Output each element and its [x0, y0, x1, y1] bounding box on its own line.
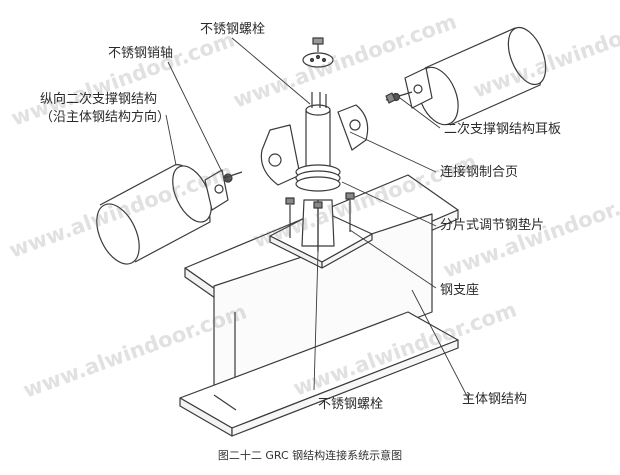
label-bolt-bottom: 不锈钢螺栓 [318, 397, 384, 412]
label-hinge: 连接钢制合页 [440, 165, 519, 180]
left-secondary-tube [96, 164, 243, 265]
label-secondary-steel: 纵向二次支撑钢结构 [40, 92, 158, 107]
label-secondary-steel-direction: （沿主体钢结构方向） [40, 110, 171, 125]
figure-caption: 图二十二 GRC 钢结构连接系统示意图 [217, 449, 403, 462]
label-steel-support: 钢支座 [440, 283, 480, 298]
main-i-beam [179, 174, 459, 437]
right-secondary-tube [385, 26, 547, 126]
label-shim: 分片式调节钢垫片 [440, 218, 545, 233]
label-stainless-pin: 不锈钢销轴 [108, 46, 174, 61]
top-bolt-assembly [302, 37, 334, 68]
label-ear-plate: 二次支撑钢结构耳板 [444, 122, 562, 137]
steel-support-base [269, 192, 373, 269]
label-bolt-top: 不锈钢螺栓 [200, 22, 266, 37]
label-main-steel: 主体钢结构 [462, 392, 528, 407]
central-column [260, 92, 369, 192]
leader-lines [165, 37, 469, 399]
